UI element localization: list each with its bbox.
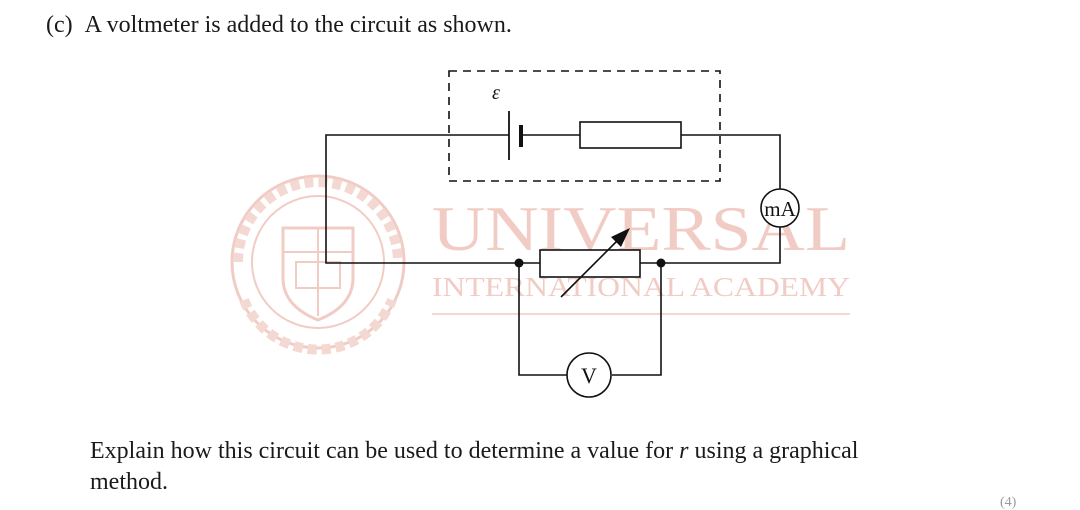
junction-right (656, 258, 666, 268)
marks-allocation: (4) (1000, 495, 1017, 510)
wire-right-bottom (640, 227, 781, 264)
ammeter-label: mA (764, 197, 796, 221)
wire-left (325, 134, 540, 264)
question-stem: A voltmeter is added to the circuit as s… (84, 12, 512, 38)
watermark-seal (230, 174, 406, 355)
question-stem-line: (c) A voltmeter is added to the circuit a… (46, 10, 512, 40)
question-part-label: (c) (46, 12, 73, 38)
watermark-tagline: INTERNATIONAL ACADEMY (432, 272, 850, 302)
voltmeter-label: V (581, 363, 597, 388)
internal-resistor (579, 121, 682, 149)
milliammeter: mA (760, 188, 800, 228)
internal-resistance-box (448, 70, 721, 182)
variable-resistor-arrow-icon (611, 228, 630, 247)
wire-right-top (681, 134, 781, 190)
wire-voltmeter-right (612, 263, 662, 376)
voltmeter: V (566, 352, 612, 398)
variable-resistor (539, 228, 641, 298)
emf-symbol: ε (492, 82, 500, 104)
wire-voltmeter-left (518, 263, 567, 376)
prompt-variable-r: r (679, 438, 689, 464)
prompt-text-before: Explain how this circuit can be used to … (90, 438, 680, 464)
question-prompt: Explain how this circuit can be used to … (90, 436, 890, 498)
prompt-text-after: using a graphical method. (90, 438, 859, 495)
junction-left (514, 258, 524, 268)
cell-symbol (508, 111, 523, 160)
